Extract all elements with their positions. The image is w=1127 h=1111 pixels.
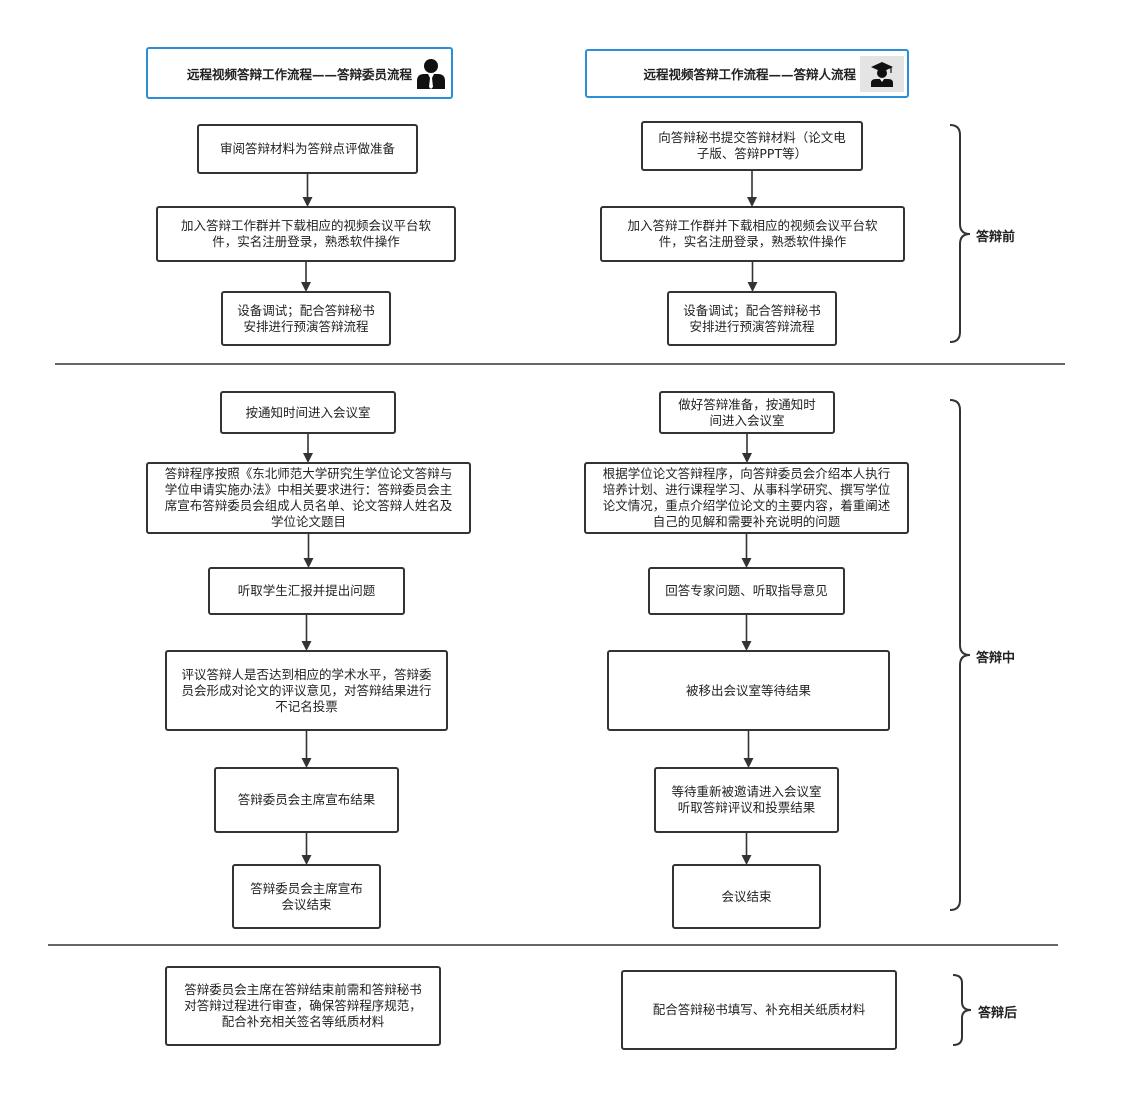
brace-after bbox=[952, 974, 972, 1046]
committee-flow-header: 远程视频答辩工作流程——答辩委员流程 bbox=[146, 47, 453, 99]
committee-step-review-materials: 审阅答辩材料为答辩点评做准备 bbox=[197, 124, 418, 174]
brace-before bbox=[949, 124, 971, 343]
phase-label-after: 答辩后 bbox=[978, 1006, 1018, 1021]
committee-step-listen-question: 听取学生汇报并提出问题 bbox=[208, 567, 405, 615]
student-step-paper-materials: 配合答辩秘书填写、补充相关纸质材料 bbox=[621, 970, 897, 1050]
student-step-join-group: 加入答辩工作群并下载相应的视频会议平台软 件，实名注册登录，熟悉软件操作 bbox=[600, 206, 905, 262]
student-step-prepare-enter: 做好答辩准备，按通知时 间进入会议室 bbox=[659, 391, 835, 434]
committee-step-announce-result: 答辩委员会主席宣布结果 bbox=[214, 767, 399, 833]
student-flow-header: 远程视频答辩工作流程——答辩人流程 bbox=[585, 49, 909, 98]
phase-label-during: 答辩中 bbox=[976, 651, 1016, 666]
student-step-present: 根据学位论文答辩程序，向答辩委员会介绍本人执行 培养计划、进行课程学习、从事科学… bbox=[584, 462, 909, 534]
committee-step-join-group: 加入答辩工作群并下载相应的视频会议平台软 件，实名注册登录，熟悉软件操作 bbox=[156, 206, 456, 262]
student-step-wait-outside: 被移出会议室等待结果 bbox=[607, 650, 890, 731]
committee-step-announce-end: 答辩委员会主席宣布 会议结束 bbox=[232, 864, 381, 929]
brace-during bbox=[949, 399, 971, 911]
committee-step-enter-room: 按通知时间进入会议室 bbox=[220, 391, 396, 434]
committee-step-review-process: 答辩委员会主席在答辩结束前需和答辩秘书 对答辩过程进行审查，确保答辩程序规范， … bbox=[165, 966, 441, 1046]
committee-step-device-test: 设备调试；配合答辩秘书 安排进行预演答辩流程 bbox=[221, 291, 391, 346]
graduate-cap-icon bbox=[860, 55, 904, 92]
committee-flow-title: 远程视频答辩工作流程——答辩委员流程 bbox=[186, 66, 412, 82]
student-step-device-test: 设备调试；配合答辩秘书 安排进行预演答辩流程 bbox=[667, 291, 837, 346]
student-step-submit-materials: 向答辩秘书提交答辩材料（论文电 子版、答辩PPT等） bbox=[641, 121, 863, 171]
student-step-meeting-end: 会议结束 bbox=[672, 864, 821, 929]
committee-step-procedure: 答辩程序按照《东北师范大学研究生学位论文答辩与 学位申请实施办法》中相关要求进行… bbox=[146, 462, 471, 534]
student-flow-title: 远程视频答辩工作流程——答辩人流程 bbox=[643, 67, 856, 82]
committee-step-evaluate-vote: 评议答辩人是否达到相应的学术水平，答辩委 员会形成对论文的评议意见，对答辩结果进… bbox=[165, 650, 448, 731]
student-step-reinvited: 等待重新被邀请进入会议室 听取答辩评议和投票结果 bbox=[654, 767, 839, 833]
student-step-answer: 回答专家问题、听取指导意见 bbox=[648, 567, 845, 615]
person-suit-icon bbox=[416, 57, 446, 89]
phase-label-before: 答辩前 bbox=[976, 230, 1016, 245]
